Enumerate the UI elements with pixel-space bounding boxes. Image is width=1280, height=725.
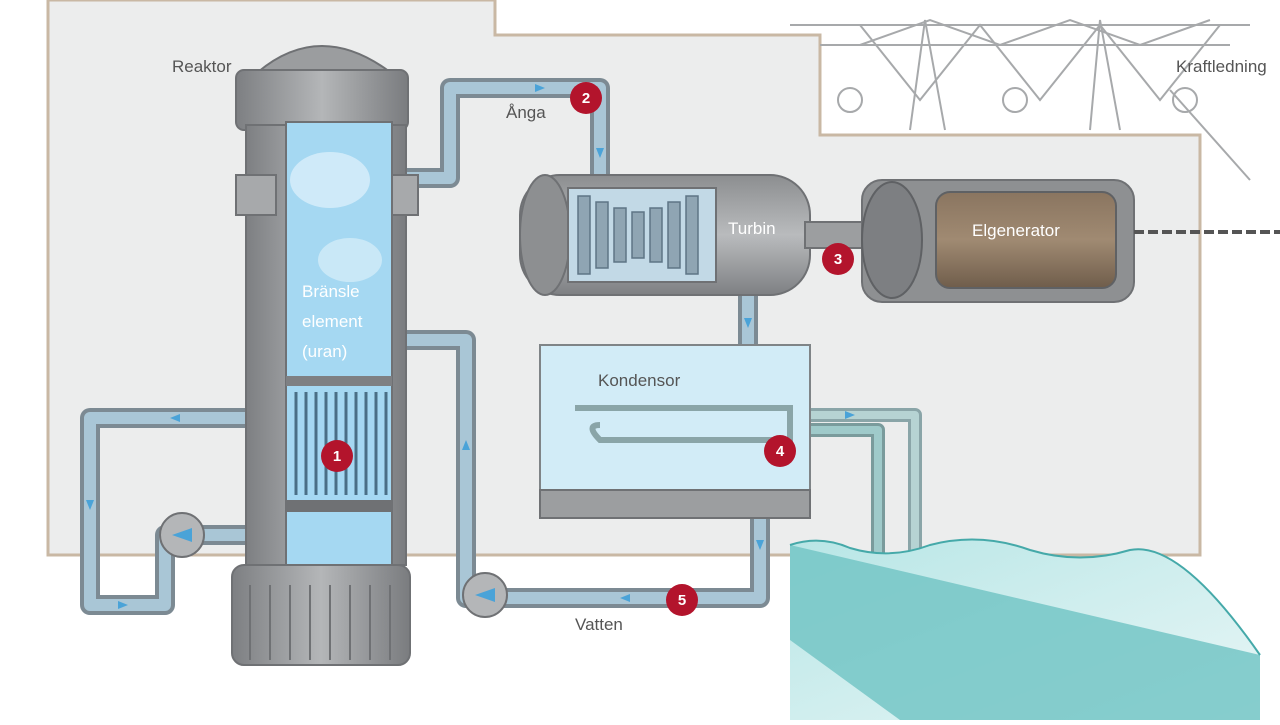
steam-label: Ånga (506, 103, 546, 122)
electric-generator (861, 179, 1280, 303)
fuel-rods (294, 392, 388, 495)
condenser-label: Kondensor (598, 371, 681, 390)
fuel-element-label-line3: (uran) (302, 342, 347, 361)
condenser (539, 344, 811, 519)
badge-1: 1 (321, 440, 353, 472)
badge-3: 3 (822, 243, 854, 275)
recirculation-pump (159, 512, 205, 558)
badge-2: 2 (570, 82, 602, 114)
turbine-label: Turbin (728, 219, 776, 238)
water-label: Vatten (575, 615, 623, 634)
reactor-vessel (231, 45, 419, 666)
badge-4: 4 (764, 435, 796, 467)
power-line-tower (790, 18, 1251, 181)
badge-2-number: 2 (582, 90, 590, 107)
generator-label: Elgenerator (972, 221, 1060, 240)
fuel-element-label-line1: Bränsle (302, 282, 360, 301)
feedwater-pump (462, 572, 508, 618)
power-line-label: Kraftledning (1176, 57, 1267, 76)
fuel-element-label-line2: element (302, 312, 363, 331)
sea-basin (789, 538, 1261, 720)
turbine (519, 174, 906, 296)
badge-5-number: 5 (678, 592, 686, 609)
badge-5: 5 (666, 584, 698, 616)
reactor-label: Reaktor (172, 57, 232, 76)
badge-4-number: 4 (776, 443, 785, 460)
badge-1-number: 1 (333, 448, 341, 465)
badge-3-number: 3 (834, 251, 842, 268)
